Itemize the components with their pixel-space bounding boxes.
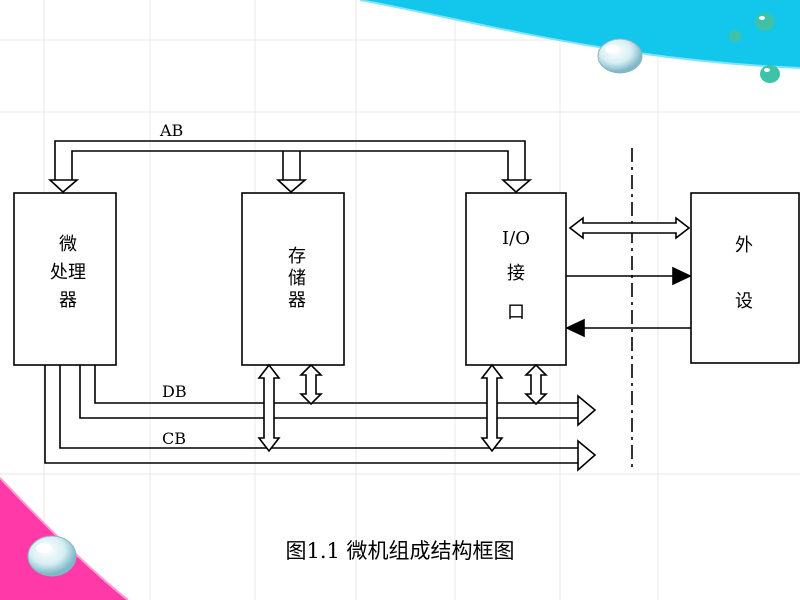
memory-label-line2: 储: [288, 268, 306, 289]
control-bus: [59, 365, 578, 449]
io-label-line1: I/O: [502, 228, 530, 249]
data-bus-label: DB: [162, 382, 187, 401]
io-label-line2: 接: [507, 263, 525, 284]
cpu-block: [13, 192, 117, 366]
peripheral-label-line2: 设: [735, 291, 753, 312]
io-block: [465, 192, 567, 366]
peripheral-label-line1: 外: [735, 235, 753, 256]
bottom-left-swoosh: [0, 478, 128, 600]
io-data-connector: [480, 363, 504, 453]
memory-label-line3: 器: [288, 290, 306, 311]
io-label-line3: 口: [507, 302, 525, 323]
cpu-label-line1: 微: [59, 234, 77, 255]
io-control-connector: [524, 363, 548, 406]
address-bus: [54, 140, 526, 180]
cpu-label-line2: 处理: [50, 262, 86, 283]
memory-block: [241, 192, 345, 366]
cpu-label-line3: 器: [59, 290, 77, 311]
control-bus-label: CB: [162, 429, 186, 448]
water-drop-icon: [729, 13, 780, 83]
memory-label-line1: 存: [288, 246, 306, 267]
memory-control-connector: [299, 363, 323, 406]
bidirectional-arrow: [568, 216, 691, 240]
address-bus-label: AB: [159, 121, 183, 140]
water-drop-icon: [597, 38, 643, 74]
peripheral-block: [690, 192, 800, 364]
top-right-swoosh: [360, 0, 800, 68]
input-arrow: [565, 318, 585, 338]
figure-caption: 图1.1 微机组成结构框图: [285, 539, 515, 563]
output-arrow: [672, 266, 692, 286]
water-drop-icon: [27, 535, 77, 577]
data-bus: [94, 365, 578, 404]
memory-data-connector: [257, 363, 281, 453]
